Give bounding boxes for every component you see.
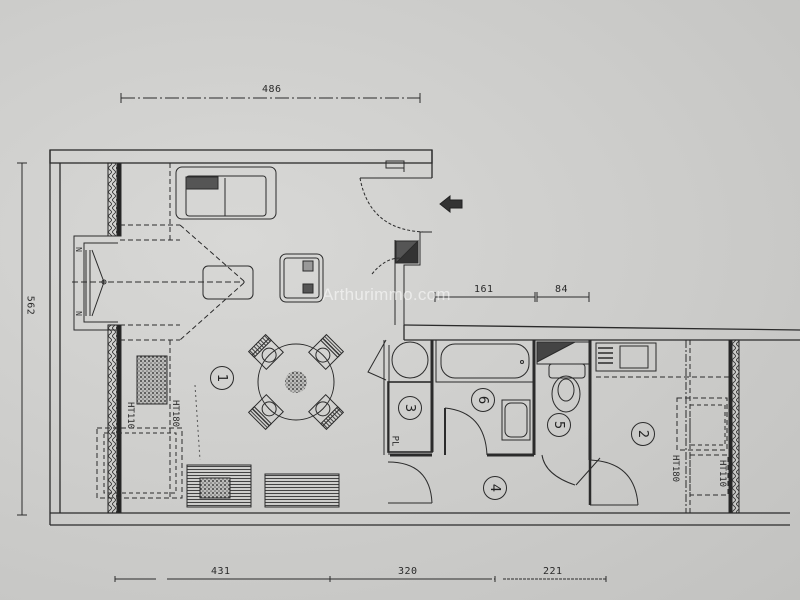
window-mark-top: N (73, 247, 83, 252)
room-number-6: 6 (471, 388, 495, 412)
dimension-bottom-label-1: 431 (211, 566, 231, 577)
height-label-living-inner: HT180 (170, 400, 180, 428)
duct-block (394, 231, 432, 325)
height-label-bedroom-window: HT110 (717, 460, 727, 488)
dimension-top (120, 93, 421, 103)
dimension-bottom (114, 576, 607, 582)
room-number-4: 4 (483, 476, 507, 500)
coffee-table (202, 265, 254, 300)
room-number-1: 1 (210, 366, 234, 390)
sideboard (264, 473, 340, 508)
dimension-corridor-label-2: 84 (555, 284, 569, 295)
watermark: Arthurimmo.com (322, 285, 451, 304)
window-mark-bottom: N (73, 311, 83, 316)
dimension-top-label: 486 (262, 84, 282, 95)
entry-arrow (439, 194, 463, 214)
dimension-corridor (434, 292, 590, 302)
pl-label: PL (389, 435, 400, 447)
dimension-bottom-label-2: 320 (398, 566, 418, 577)
dimension-left (17, 162, 27, 516)
dimension-bottom-label-3: 221 (543, 566, 563, 577)
room-number-3: 3 (398, 396, 422, 420)
outer-walls (49, 149, 800, 526)
dimension-corridor-label-1: 161 (474, 284, 494, 295)
armchair (279, 253, 324, 303)
dimension-left-label: 562 (24, 295, 36, 316)
room-number-2: 2 (631, 422, 655, 446)
height-label-living-window: HT110 (125, 402, 135, 430)
sofa (175, 166, 277, 220)
bay-window (72, 163, 246, 341)
dining-table (247, 333, 345, 431)
room-number-5: 5 (547, 413, 571, 437)
height-label-bedroom-inner: HT180 (670, 455, 680, 483)
